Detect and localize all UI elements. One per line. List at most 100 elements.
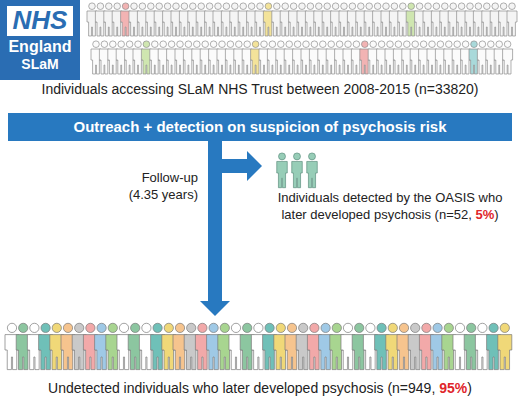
person-head: [279, 153, 286, 160]
person-head: [63, 323, 72, 332]
person-head: [404, 41, 411, 48]
logo-mark: NHS: [7, 6, 73, 36]
person-head: [52, 323, 61, 332]
person-head: [148, 3, 155, 10]
person-head: [244, 41, 251, 48]
person-head: [478, 323, 487, 332]
person-head: [206, 3, 213, 10]
person-head: [433, 3, 440, 10]
person-head: [349, 3, 356, 10]
node-text: NHS: [7, 6, 73, 36]
person-head: [303, 41, 310, 48]
person-head: [227, 41, 234, 48]
person-head: [198, 323, 207, 332]
person-head: [286, 41, 293, 48]
person-head: [488, 41, 495, 48]
person-head: [479, 41, 486, 48]
person-figure: [292, 161, 303, 187]
person-head: [276, 323, 285, 332]
person-head: [399, 323, 408, 332]
outcome-group: Individuals detected by the OASIS who la…: [262, 150, 518, 226]
person-head: [343, 323, 352, 332]
person-head: [388, 323, 397, 332]
person-head: [265, 323, 274, 332]
person-head: [30, 323, 39, 332]
person-head: [153, 323, 162, 332]
person-head: [231, 323, 240, 332]
person-head: [395, 41, 402, 48]
person-head: [332, 323, 341, 332]
person-head: [265, 3, 272, 10]
person-head: [135, 41, 142, 48]
person-head: [187, 323, 196, 332]
person-head: [471, 41, 478, 48]
person-head: [164, 323, 173, 332]
arrow-shaft: [208, 141, 222, 301]
person-head: [509, 3, 516, 10]
person-head: [152, 41, 159, 48]
person-head: [126, 41, 133, 48]
person-head: [442, 3, 449, 10]
person-head: [194, 41, 201, 48]
person-head: [108, 323, 117, 332]
person-head: [294, 153, 301, 160]
person-head: [190, 3, 197, 10]
person-head: [254, 323, 263, 332]
person-head: [416, 3, 423, 10]
person-head: [310, 323, 319, 332]
person-head: [328, 41, 335, 48]
person-head: [7, 323, 16, 332]
person-head: [370, 41, 377, 48]
person-head: [101, 41, 108, 48]
person-head: [374, 3, 381, 10]
detected-figures: [277, 153, 318, 188]
person-head: [311, 41, 318, 48]
person-head: [164, 3, 171, 10]
person-head: [252, 41, 259, 48]
population-caption: Individuals accessing SLaM NHS Trust bet…: [0, 80, 520, 99]
person-head: [139, 3, 146, 10]
person-head: [198, 3, 205, 10]
person-head: [504, 41, 511, 48]
person-head: [425, 3, 432, 10]
person-head: [321, 323, 330, 332]
arrow-head: [247, 151, 262, 181]
person-head: [455, 323, 464, 332]
node-text: SLaM: [2, 56, 78, 72]
person-head: [377, 323, 386, 332]
outcome-group: Undetected individuals who later develop…: [0, 316, 520, 399]
person-head: [489, 323, 498, 332]
person-head: [106, 3, 113, 10]
person-head: [118, 41, 125, 48]
person-head: [119, 323, 128, 332]
person-head: [353, 41, 360, 48]
person-head: [160, 41, 167, 48]
person-head: [223, 3, 230, 10]
person-head: [387, 41, 394, 48]
person-head: [383, 3, 390, 10]
person-head: [446, 41, 453, 48]
person-head: [114, 3, 121, 10]
person-head: [93, 41, 100, 48]
person-head: [97, 323, 106, 332]
person-head: [294, 41, 301, 48]
note-label: Follow-up: [110, 170, 198, 185]
person-head: [181, 3, 188, 10]
person-head: [454, 41, 461, 48]
person-head: [177, 41, 184, 48]
person-head: [475, 3, 482, 10]
person-head: [236, 41, 243, 48]
person-head: [220, 323, 229, 332]
node-text: Individuals accessing SLaM NHS Trust bet…: [4, 81, 516, 98]
person-head: [408, 3, 415, 10]
person-head: [309, 153, 316, 160]
person-head: [307, 3, 314, 10]
person-head: [41, 323, 50, 332]
person-head: [316, 3, 323, 10]
person-head: [462, 41, 469, 48]
person-head: [467, 3, 474, 10]
person-head: [215, 3, 222, 10]
person-head: [142, 323, 151, 332]
person-figure: [307, 161, 318, 187]
